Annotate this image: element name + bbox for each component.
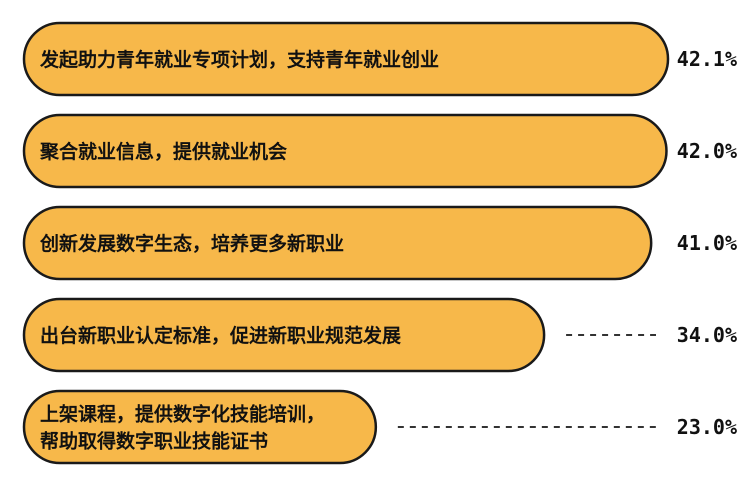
value-label-4: 34.0% (677, 323, 737, 347)
bar-3 (22, 205, 653, 281)
bar-1 (22, 21, 670, 97)
value-label-3: 41.0% (677, 231, 737, 255)
value-label-1: 42.1% (677, 47, 737, 71)
value-label-5: 23.0% (677, 415, 737, 439)
bar-label-3: 创新发展数字生态，培养更多新职业 (39, 232, 344, 255)
bar-label-1: 发起助力青年就业专项计划，支持青年就业创业 (39, 48, 439, 71)
bar-label-5-line-1: 上架课程，提供数字化技能培训， (40, 403, 325, 426)
bar-label-2: 聚合就业信息，提供就业机会 (39, 140, 287, 163)
bar-4 (22, 297, 546, 373)
bar-2 (22, 113, 668, 189)
value-label-2: 42.0% (677, 139, 737, 163)
bar-label-5-line-2: 帮助取得数字职业技能证书 (40, 430, 268, 453)
bar-5 (22, 389, 378, 465)
bar-label-4: 出台新职业认定标准，促进新职业规范发展 (40, 324, 401, 347)
